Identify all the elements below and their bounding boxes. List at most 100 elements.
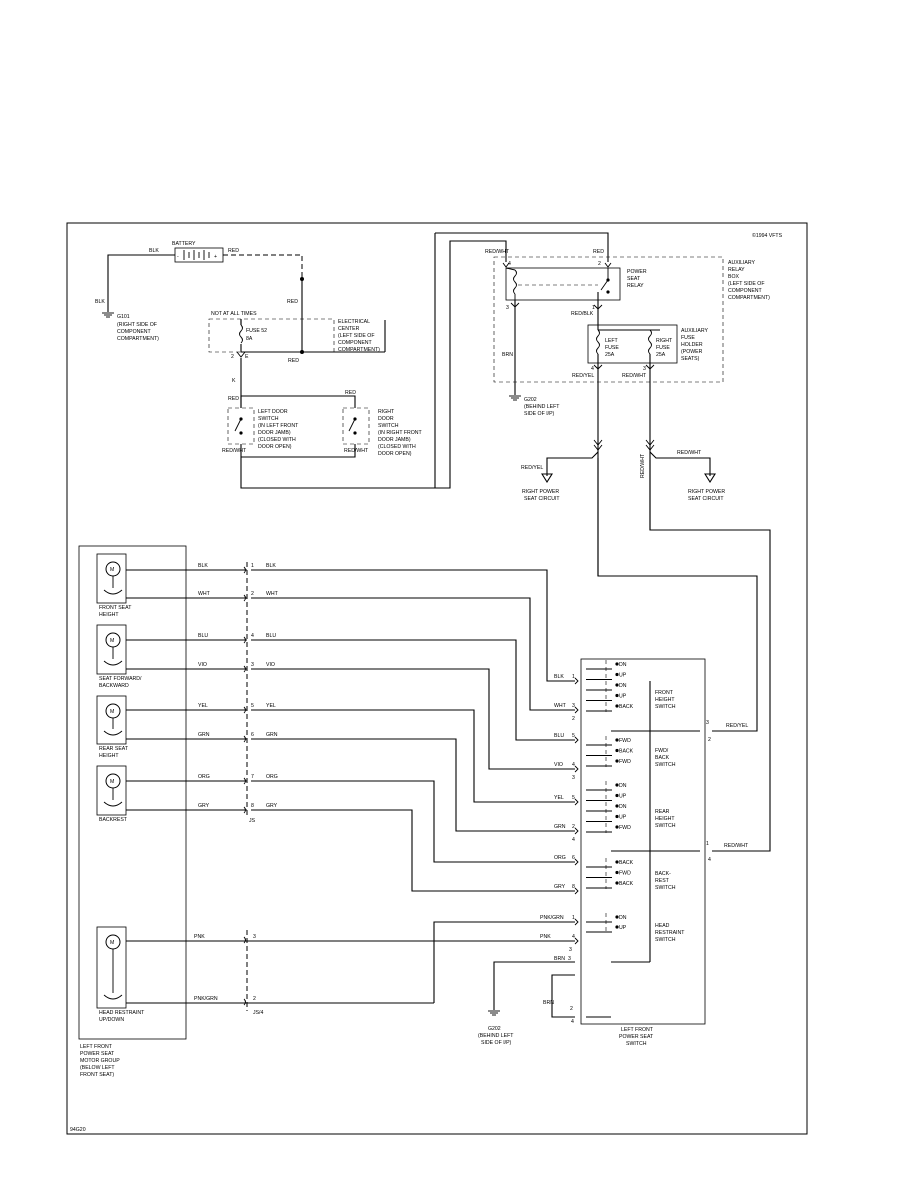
g202-top-loc-1: (BEHIND LEFT xyxy=(524,404,560,410)
switch-input-wire-label: YEL xyxy=(554,795,564,801)
switch-contact xyxy=(615,704,619,708)
left-door-label-6: DOOR OPEN) xyxy=(258,444,292,450)
relay-box-label-4: (LEFT SIDE OF xyxy=(728,281,765,287)
switch-input-pin-icon xyxy=(574,798,579,806)
switch-section-label: RESTRAINT xyxy=(655,930,685,936)
right-door-wire-out: RED/WHT xyxy=(344,448,369,454)
relay-label-3: RELAY xyxy=(627,283,644,289)
switch-input-wire-label: GRY xyxy=(554,884,566,890)
js-pin-number: 2 xyxy=(251,591,254,597)
motor-group: LEFT FRONT POWER SEAT MOTOR GROUP (BELOW… xyxy=(78,545,187,1078)
switch-contact xyxy=(615,814,619,819)
js-pin-number: 8 xyxy=(251,803,254,809)
switch-input-pin-icon xyxy=(574,706,579,714)
switch-input-pin: 5 xyxy=(572,795,575,801)
switch-position-label: DN xyxy=(619,783,627,789)
motor-symbol: M xyxy=(110,709,114,715)
ec-label-1: ELECTRICAL xyxy=(338,319,370,325)
switch-position-label: DN xyxy=(619,662,627,668)
switch-position-label: BACK xyxy=(619,704,634,710)
connector-pin-icon xyxy=(243,806,246,814)
g101-id: G101 xyxy=(117,314,130,320)
js-wire-run xyxy=(251,569,575,682)
left-front-power-seat-switch: LEFT FRONT POWER SEAT SWITCH xyxy=(580,658,706,1047)
right-power-seat-right-branch: RED/WHT RED/WHT RIGHT POWER SEAT CIRCUIT xyxy=(640,450,725,502)
rps-wire-right-vertical: RED/WHT xyxy=(640,453,646,478)
switch-section-label: SWITCH xyxy=(655,937,676,943)
fuse-52-icon xyxy=(239,324,243,344)
page-code: 94G20 xyxy=(70,1127,86,1133)
switch-input-pin: 5 xyxy=(572,733,575,739)
js-pin-number: 3 xyxy=(251,662,254,668)
switch-section-label: SWITCH xyxy=(655,885,676,891)
switch-input-wire-label: WHT xyxy=(554,703,567,709)
motor-housing xyxy=(96,926,127,1009)
motor-symbol: M xyxy=(110,779,114,785)
switch-contact xyxy=(615,748,619,753)
js-wire-label: GRY xyxy=(266,803,278,809)
switch-contact xyxy=(615,860,619,864)
power-seat-relay: 4 2 3 1 POWER SEAT RELAY xyxy=(502,261,647,311)
right-fuse-label-2: FUSE xyxy=(656,345,670,351)
relay-pin-2: 2 xyxy=(598,261,601,267)
switch-input-wire-label: GRN xyxy=(554,824,566,830)
ec-hot-label: NOT AT ALL TIMES xyxy=(211,311,257,317)
switch-contact xyxy=(615,783,619,787)
switch-input-conn: 3 xyxy=(569,947,572,953)
left-fuse-label-3: 25A xyxy=(605,352,615,358)
connector-shr-id: JS/4 xyxy=(253,1010,263,1016)
js-pin-number: 7 xyxy=(251,774,254,780)
switch-position-label: UP xyxy=(619,673,627,679)
g202-bottom-loc-1: (BEHIND LEFT xyxy=(478,1033,514,1039)
motor-wire-label: GRY xyxy=(198,803,210,809)
g202-top-loc-2: SIDE OF I/P) xyxy=(524,411,555,417)
left-fuse-icon xyxy=(596,329,600,355)
js-wire-label: BLK xyxy=(266,563,276,569)
g202-bottom-id: G202 xyxy=(488,1026,501,1032)
ec-wire-out-label: RED xyxy=(288,358,299,364)
fuse-holder-label-2: FUSE xyxy=(681,335,695,341)
motor-group-label-4: (BELOW LEFT xyxy=(80,1065,115,1071)
connector-pin-icon xyxy=(243,735,246,743)
motor-wire-label: GRN xyxy=(198,732,210,738)
motor-wire-label: BLU xyxy=(198,633,208,639)
ground-g101-icon xyxy=(102,312,114,318)
switch-contact xyxy=(615,738,619,742)
js-wire-label: YEL xyxy=(266,703,276,709)
js-wire-run xyxy=(251,738,575,832)
relay-label-1: POWER xyxy=(627,269,647,275)
ec-fuse-name: FUSE 52 xyxy=(246,328,267,334)
switch-position-label: BACK xyxy=(619,749,634,755)
motor-label: FRONT SEAT xyxy=(99,605,132,611)
switch-input-pin-icon xyxy=(574,858,579,866)
switch-position-label: BACK xyxy=(619,860,634,866)
switch-position-label: UP xyxy=(619,694,627,700)
switch-brn-ground-wire: BRN xyxy=(543,1000,554,1006)
left-door-switch: LEFT DOOR SWITCH (IN LEFT FRONT DOOR JAM… xyxy=(222,407,299,454)
motor-winding-icon xyxy=(103,730,123,736)
relay-box-label-3: BOX xyxy=(728,274,739,280)
connector-js-id: JS xyxy=(249,818,256,824)
fuse-wire-left: RED/YEL xyxy=(572,373,594,379)
motor-housing xyxy=(96,553,127,604)
fuse-holder-label-5: SEATS) xyxy=(681,356,700,362)
switch-input-pin-icon xyxy=(574,677,579,685)
js-wire-label: WHT xyxy=(266,591,279,597)
switch-contact xyxy=(615,662,619,666)
right-door-label-6: (CLOSED WITH xyxy=(378,444,416,450)
auxiliary-relay-box: AUXILIARY RELAY BOX (LEFT SIDE OF COMPON… xyxy=(485,249,770,383)
switch-position-label: FWD xyxy=(619,825,631,831)
motor-label: REAR SEAT xyxy=(99,746,129,752)
left-door-label-2: SWITCH xyxy=(258,416,279,422)
motor-symbol: M xyxy=(110,940,114,946)
ground-g202-top-icon xyxy=(509,395,521,401)
fuse-wire-right: RED/WHT xyxy=(622,373,647,379)
switch-input-wire-label: PNK/GRN xyxy=(540,915,564,921)
left-door-wire-in: RED xyxy=(228,396,239,402)
seat-switch-label-3: SWITCH xyxy=(626,1041,647,1047)
relay-out-wire: RED/BLK xyxy=(571,311,594,317)
